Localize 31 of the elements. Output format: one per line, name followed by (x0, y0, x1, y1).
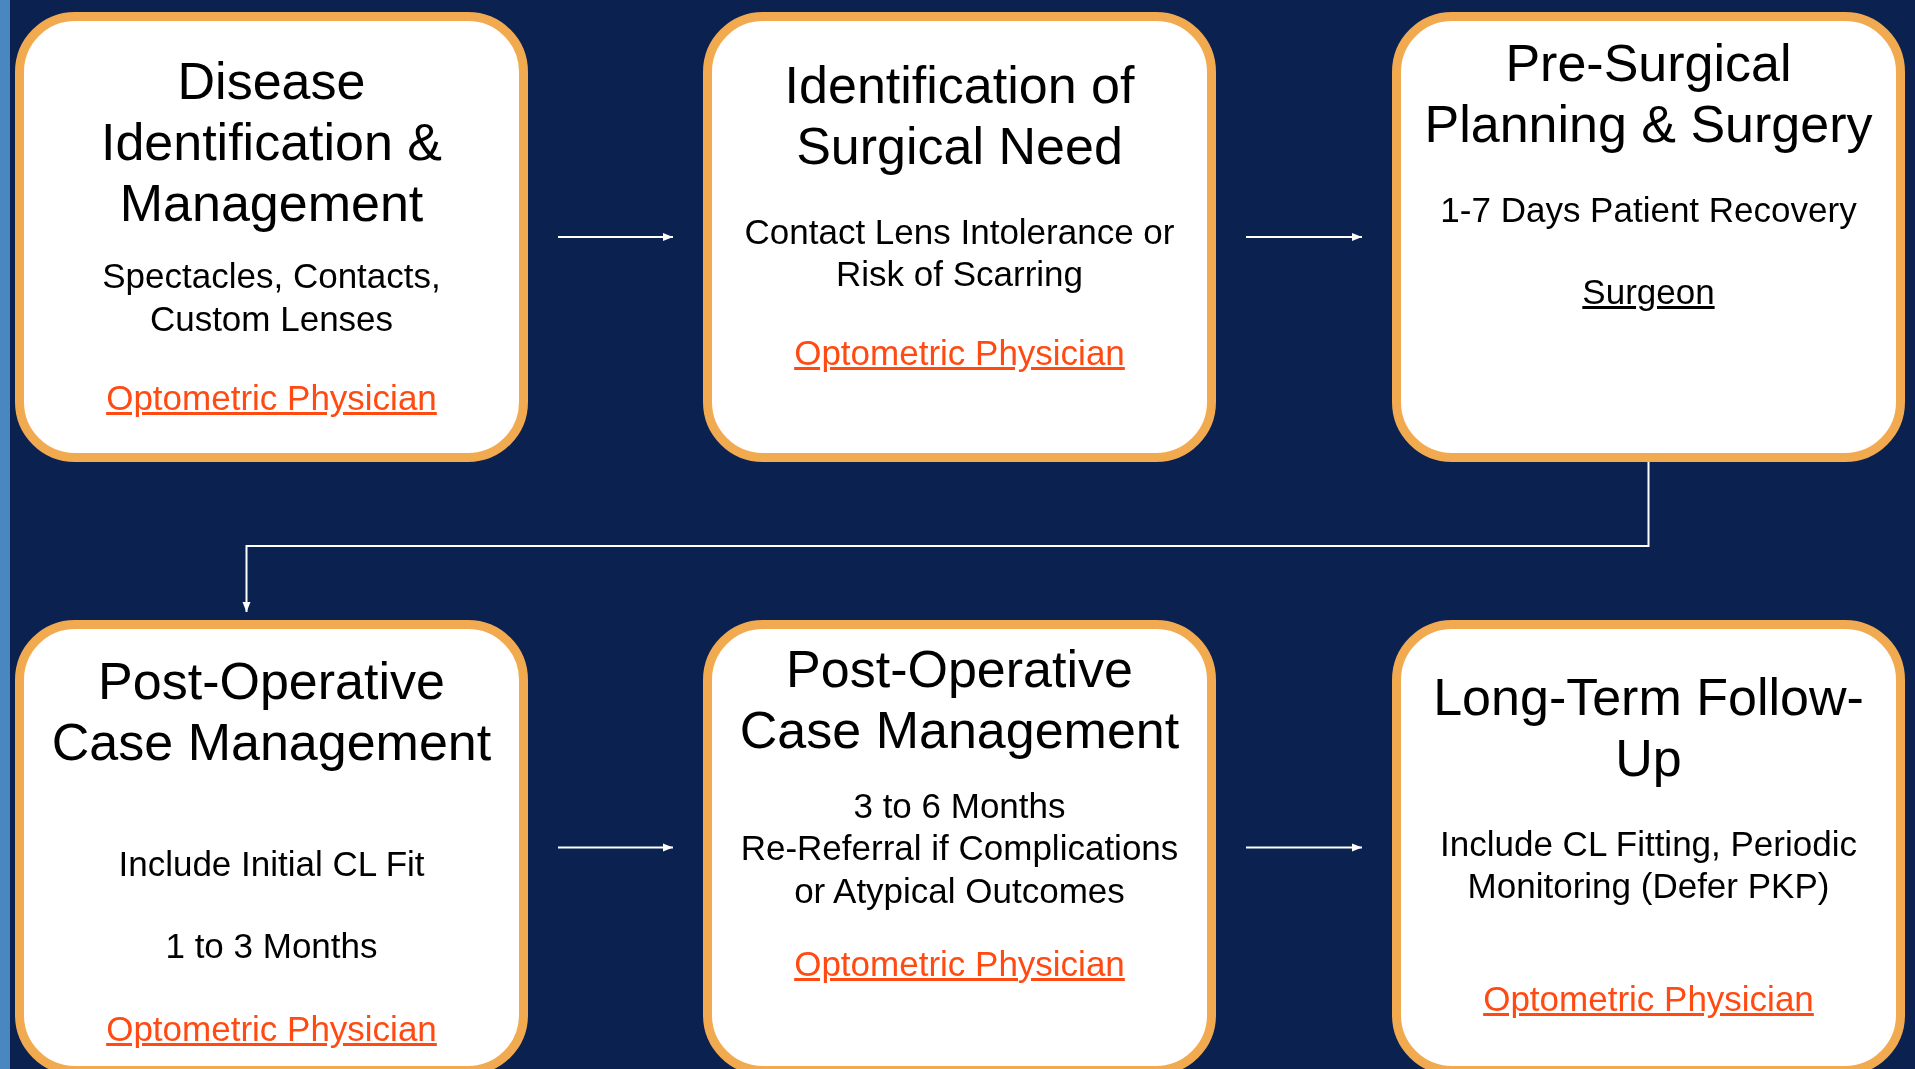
box-title: Post-Operative Case Management (50, 651, 493, 773)
process-box (1392, 620, 1905, 1069)
role-link: Optometric Physician (106, 376, 437, 419)
box-text: Include CL Fitting, Periodic Monitoring (Defer PKP) (1439, 822, 1858, 908)
process-box (703, 620, 1216, 1069)
box-text: 1 to 3 Months (165, 925, 378, 968)
role-link: Optometric Physician (794, 332, 1125, 375)
box-title: Identification of Surgical Need (783, 55, 1136, 177)
role-link: Optometric Physician (794, 942, 1125, 985)
box-title: Long-Term Follow-Up (1432, 667, 1865, 789)
arrow (1245, 843, 1363, 852)
arrow (1245, 233, 1363, 241)
arrow (557, 233, 674, 241)
role-link: Surgeon (1582, 271, 1715, 314)
box-text: Re-Referral if Complications or Atypical Outcomes (739, 827, 1180, 913)
process-box (703, 12, 1216, 462)
role-link: Optometric Physician (1483, 978, 1814, 1021)
role-link: Optometric Physician (106, 1008, 437, 1051)
box-text: 1-7 Days Patient Recovery (1440, 188, 1857, 231)
box-text: Include Initial CL Fit (118, 842, 425, 885)
arrow (242, 461, 1650, 613)
box-text: Contact Lens Intolerance or Risk of Scarring (743, 210, 1176, 296)
process-box (1392, 12, 1905, 462)
arrow (557, 843, 674, 852)
box-title: Post-Operative Case Management (738, 639, 1181, 761)
box-title: Pre-Surgical Planning & Surgery (1423, 33, 1874, 155)
box-title: Disease Identification & Management (99, 51, 444, 234)
box-text: 3 to 6 Months (853, 784, 1066, 827)
process-box (15, 620, 528, 1069)
box-text: Spectacles, Contacts, Custom Lenses (101, 255, 442, 341)
process-box (15, 12, 528, 462)
